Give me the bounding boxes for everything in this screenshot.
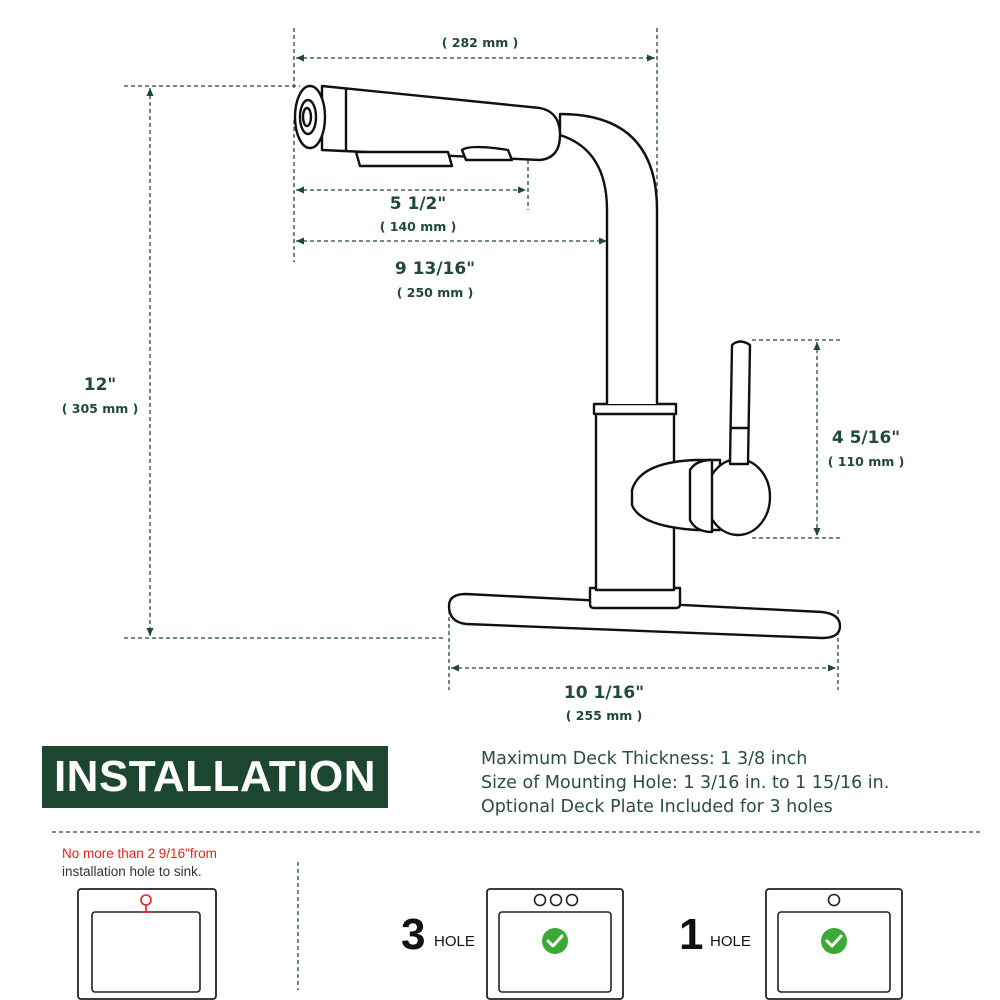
dim-height-mm: ( 305 mm ): [62, 401, 139, 416]
installation-title: INSTALLATION: [53, 752, 377, 801]
dim-handle-mm: ( 110 mm ): [828, 454, 905, 469]
dim-282-mm: ( 282 mm ): [442, 35, 519, 50]
installation-banner: INSTALLATION: [42, 746, 388, 808]
dim-height-inches: 12": [84, 375, 117, 395]
note-distance-line1: No more than 2 9/16"from: [62, 846, 217, 861]
sink-distance-illustration: [77, 888, 217, 1000]
dim-spout-mm: ( 140 mm ): [380, 219, 457, 234]
spec-mounting-hole: Size of Mounting Hole: 1 3/16 in. to 1 1…: [481, 773, 890, 793]
dim-handle-inches: 4 5/16": [832, 428, 900, 448]
dim-plate-inches: 10 1/16": [564, 683, 644, 703]
dim-reach-inches: 9 13/16": [395, 259, 475, 279]
dimension-lines: [52, 28, 980, 990]
option-1-label: HOLE: [710, 933, 751, 950]
option-1-number: 1: [679, 910, 704, 959]
note-distance-line2: installation hole to sink.: [62, 864, 202, 879]
option-3-label: HOLE: [434, 933, 475, 950]
faucet-drawing: [293, 84, 842, 640]
spec-deck-thickness: Maximum Deck Thickness: 1 3/8 inch: [481, 749, 808, 769]
spec-deck-plate: Optional Deck Plate Included for 3 holes: [481, 797, 833, 817]
dim-reach-mm: ( 250 mm ): [397, 285, 474, 300]
check-icon: [542, 928, 568, 954]
dim-spout-inches: 5 1/2": [390, 194, 446, 214]
dim-plate-mm: ( 255 mm ): [566, 708, 643, 723]
option-3-number: 3: [401, 910, 426, 959]
check-icon: [821, 928, 847, 954]
